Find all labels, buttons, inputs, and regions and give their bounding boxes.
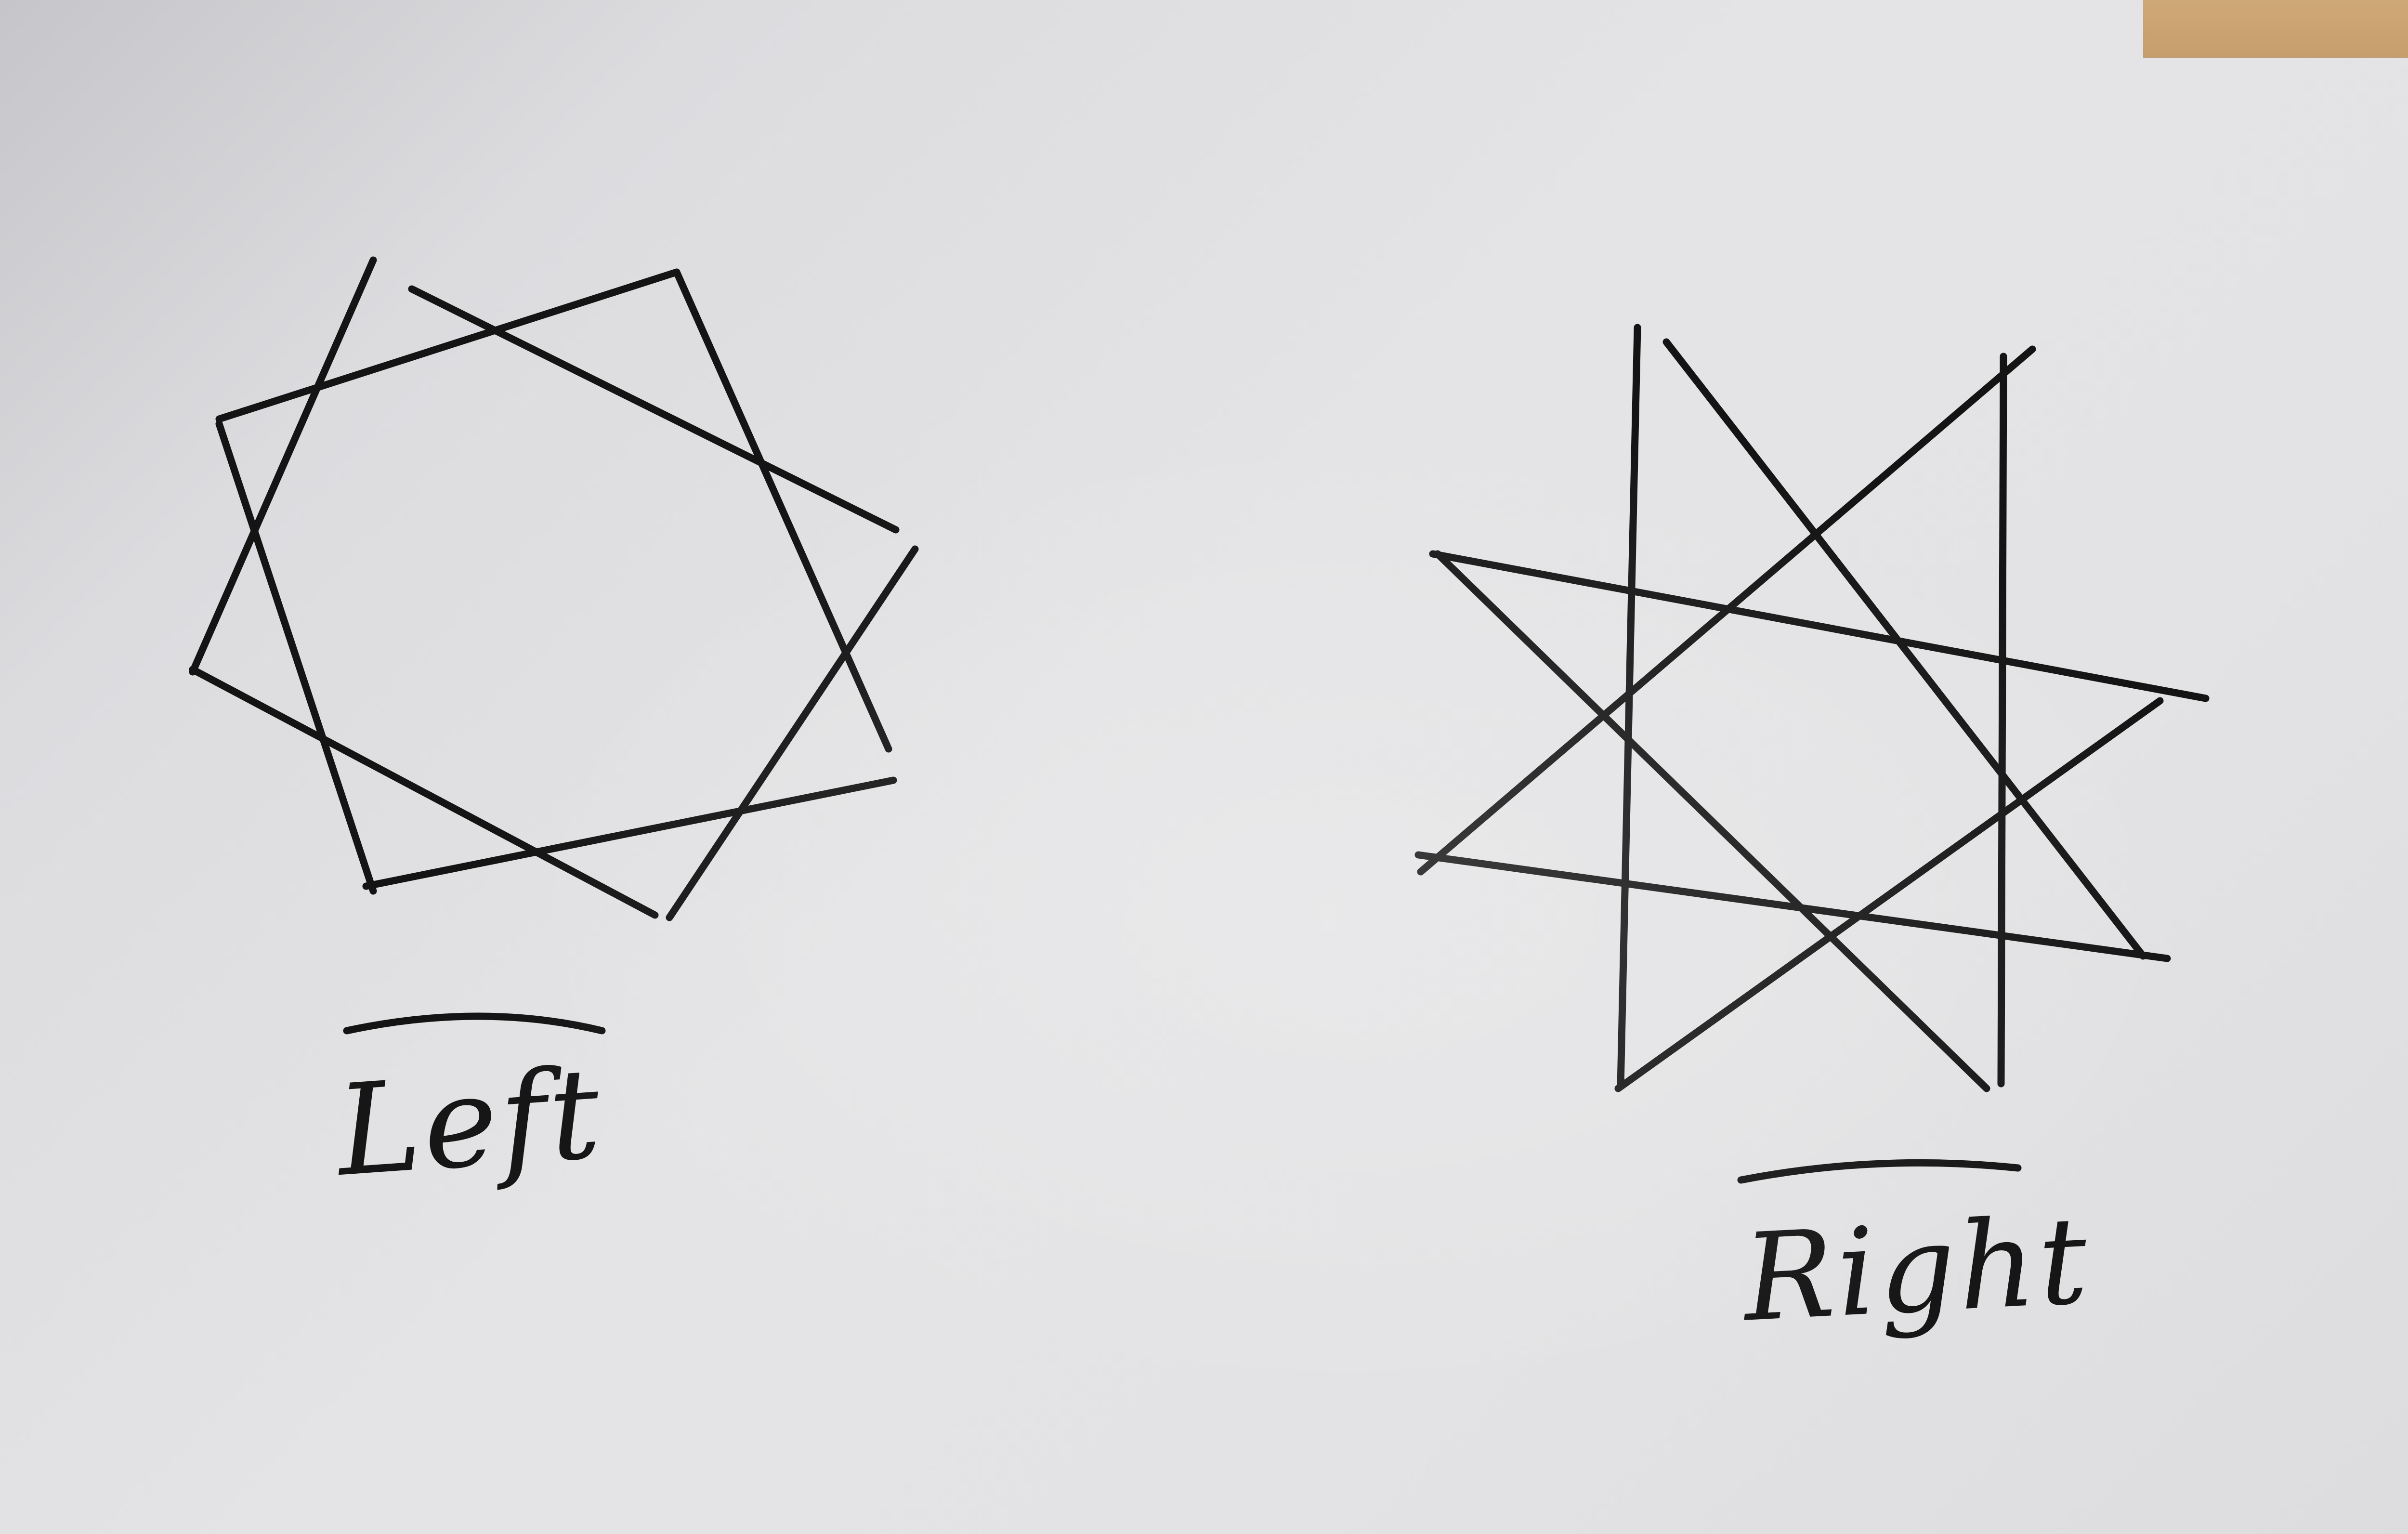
left-star-line-6 bbox=[189, 666, 659, 919]
right-star-line-7 bbox=[1414, 851, 2171, 962]
right-star-line-5 bbox=[1429, 550, 2210, 702]
left-star-line-8 bbox=[215, 268, 681, 423]
right-caption-underline bbox=[1737, 1159, 2022, 1184]
left-star-line-7 bbox=[215, 420, 377, 895]
left-star-line-2 bbox=[408, 285, 900, 534]
left-star-line-5 bbox=[362, 776, 897, 890]
left-star-drawing bbox=[189, 256, 919, 921]
wooden-table-corner bbox=[2143, 0, 2408, 58]
left-star-line-3 bbox=[673, 268, 892, 753]
right-star-line-3 bbox=[1997, 353, 2007, 1088]
left-caption-underline bbox=[343, 1012, 606, 1035]
right-star-line-1 bbox=[1617, 324, 1641, 1090]
left-caption: Left bbox=[332, 1041, 608, 1205]
right-star-line-2 bbox=[1662, 338, 2147, 960]
right-star-line-6 bbox=[1434, 550, 1990, 1092]
right-star-line-8 bbox=[1614, 697, 2164, 1092]
left-star-line-4 bbox=[666, 545, 919, 921]
right-star-drawing bbox=[1414, 324, 2210, 1092]
left-star-line-1 bbox=[189, 256, 377, 676]
right-caption: Right bbox=[1740, 1190, 2094, 1349]
